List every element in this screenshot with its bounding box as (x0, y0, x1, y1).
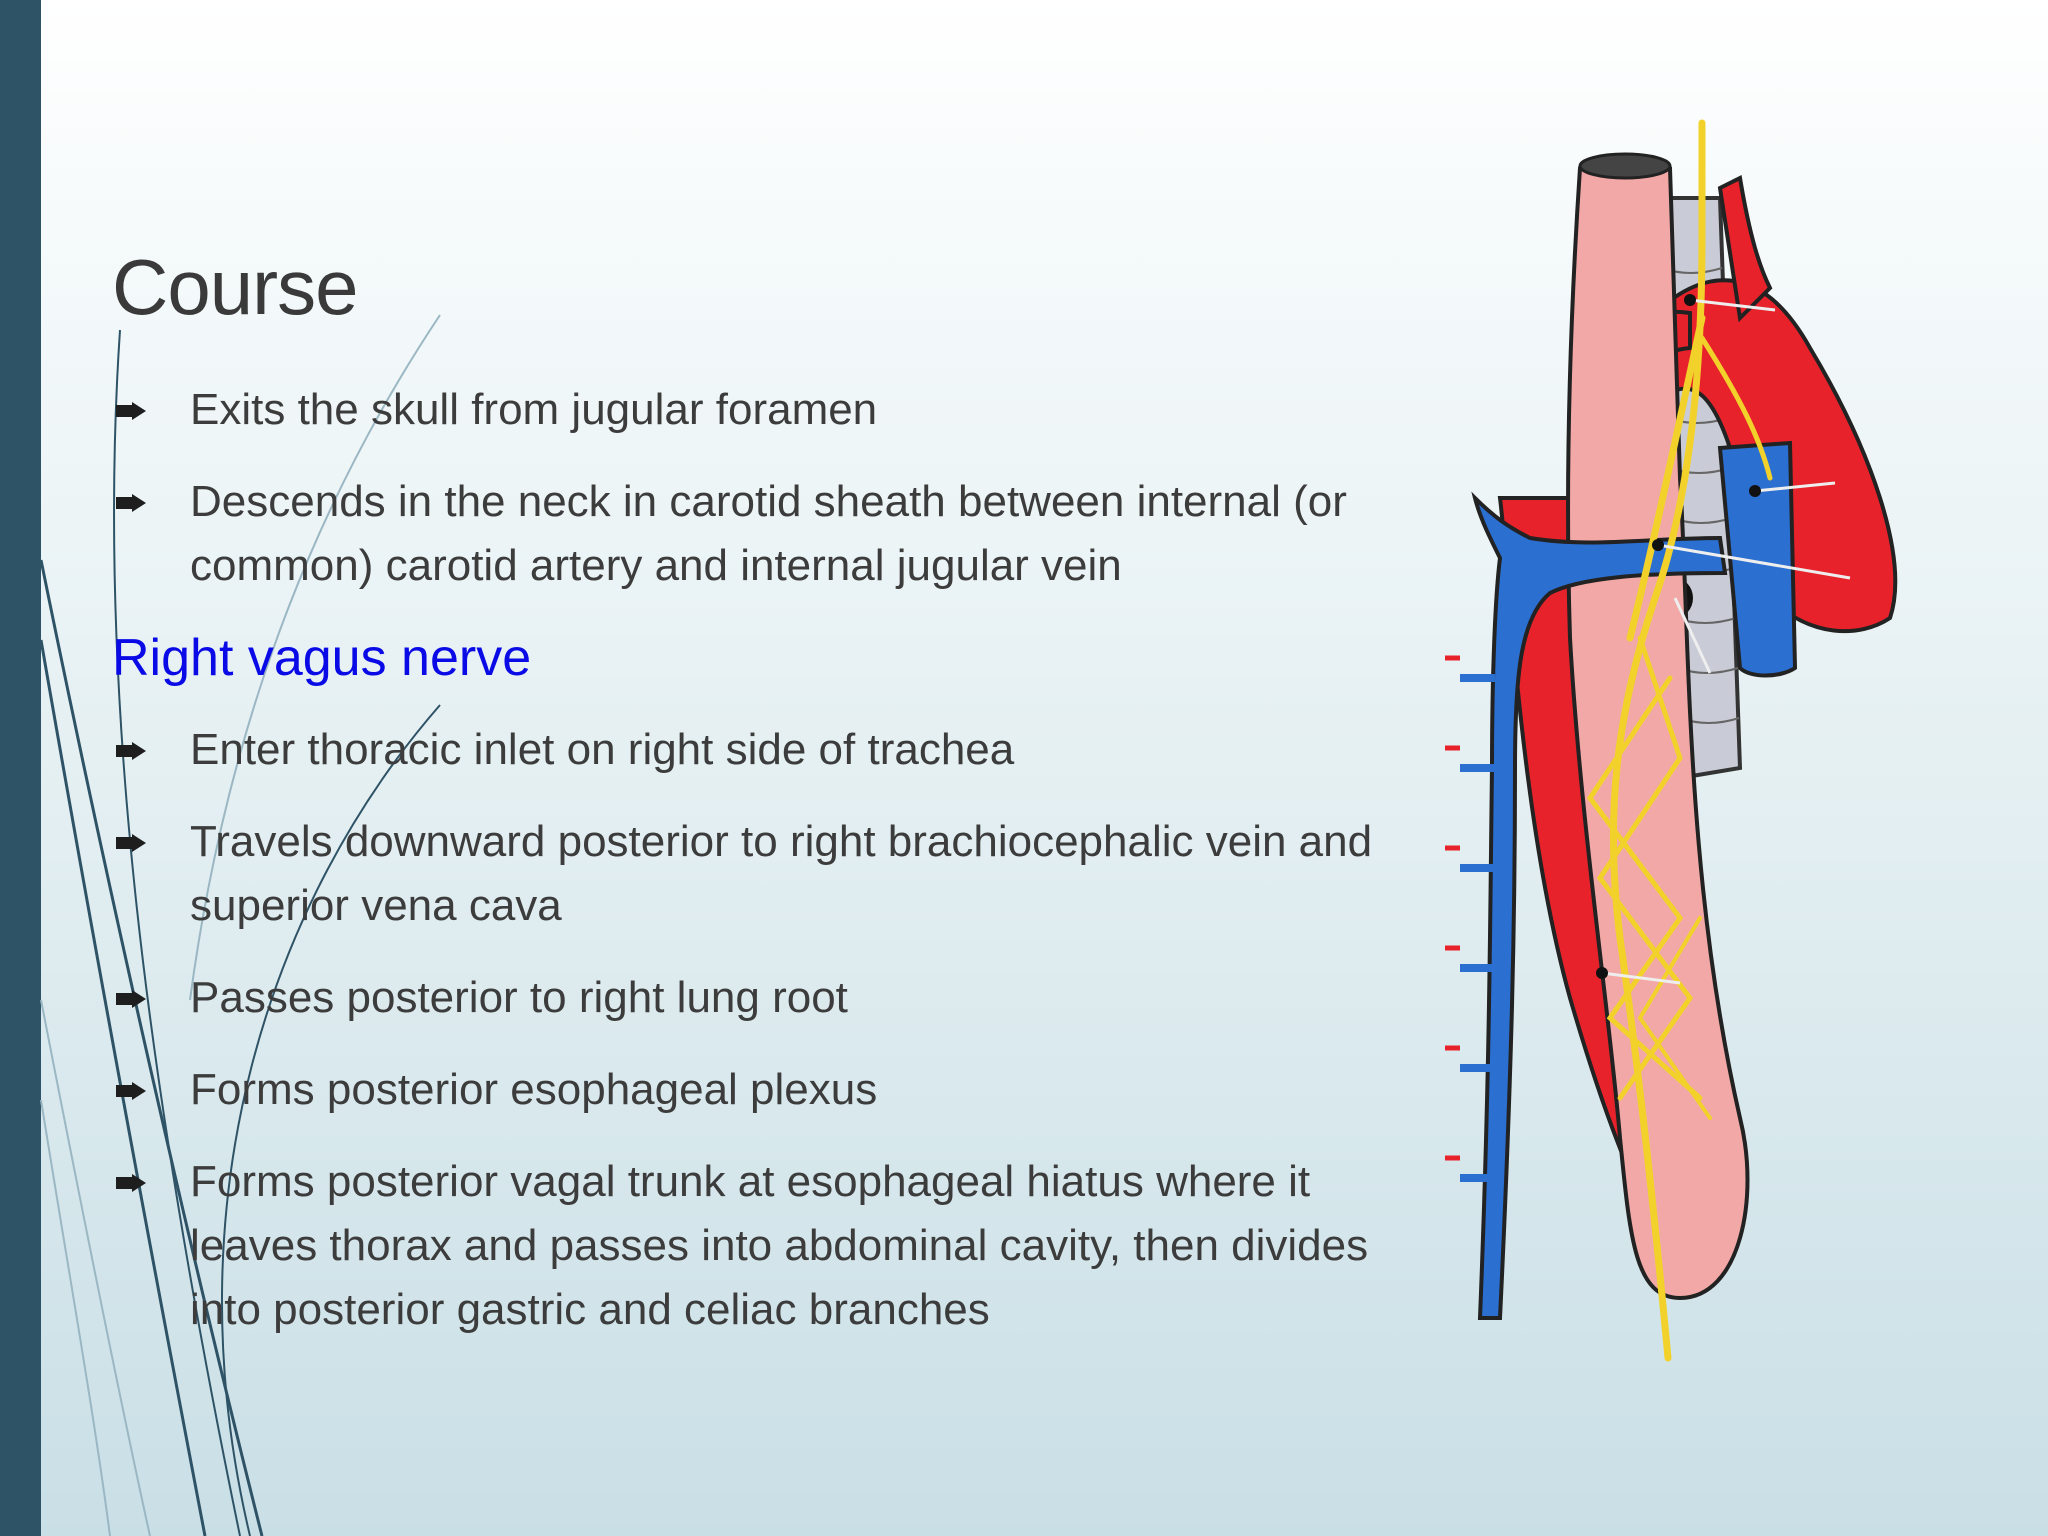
bullet-text: Enter thoracic inlet on right side of tr… (190, 725, 1015, 774)
right-vagus-bullet-list: Enter thoracic inlet on right side of tr… (112, 718, 1412, 1342)
list-item: Forms posterior vagal trunk at esophagea… (112, 1150, 1412, 1342)
vagus-nerve-anatomy-illustration (1445, 119, 1898, 1362)
arrow-bullet-icon (116, 990, 146, 1008)
bullet-text: Forms posterior esophageal plexus (190, 1065, 878, 1114)
slide-title: Course (112, 243, 358, 331)
bullet-text: Descends in the neck in carotid sheath b… (190, 477, 1347, 590)
slide-content: Exits the skull from jugular foramen Des… (112, 378, 1412, 1370)
bullet-text: Travels downward posterior to right brac… (190, 817, 1373, 930)
arrow-bullet-icon (116, 1174, 146, 1192)
vagus-nerve-shape (1586, 119, 1773, 1362)
bullet-text: Exits the skull from jugular foramen (190, 385, 878, 434)
list-item: Descends in the neck in carotid sheath b… (112, 470, 1412, 598)
arrow-bullet-icon (116, 402, 146, 420)
right-vagus-subheading: Right vagus nerve (112, 629, 532, 687)
bullet-text: Forms posterior vagal trunk at esophagea… (190, 1157, 1369, 1334)
list-item: Travels downward posterior to right brac… (112, 810, 1412, 938)
arrow-bullet-icon (116, 742, 146, 760)
list-item: Passes posterior to right lung root (112, 966, 1412, 1030)
arrow-bullet-icon (116, 494, 146, 512)
decorative-swoosh-lines (39, 314, 441, 1536)
list-item: Enter thoracic inlet on right side of tr… (112, 718, 1412, 782)
list-item: Forms posterior esophageal plexus (112, 1058, 1412, 1122)
intro-bullet-list: Exits the skull from jugular foramen Des… (112, 378, 1412, 598)
list-item: Exits the skull from jugular foramen (112, 378, 1412, 442)
left-accent-bar (0, 0, 41, 1536)
bullet-text: Passes posterior to right lung root (190, 973, 848, 1022)
pointer-dots (1596, 294, 1761, 979)
arrow-bullet-icon (116, 834, 146, 852)
arrow-bullet-icon (116, 1082, 146, 1100)
pointer-lines (1601, 298, 1851, 985)
vein-shapes (1445, 440, 1798, 1320)
